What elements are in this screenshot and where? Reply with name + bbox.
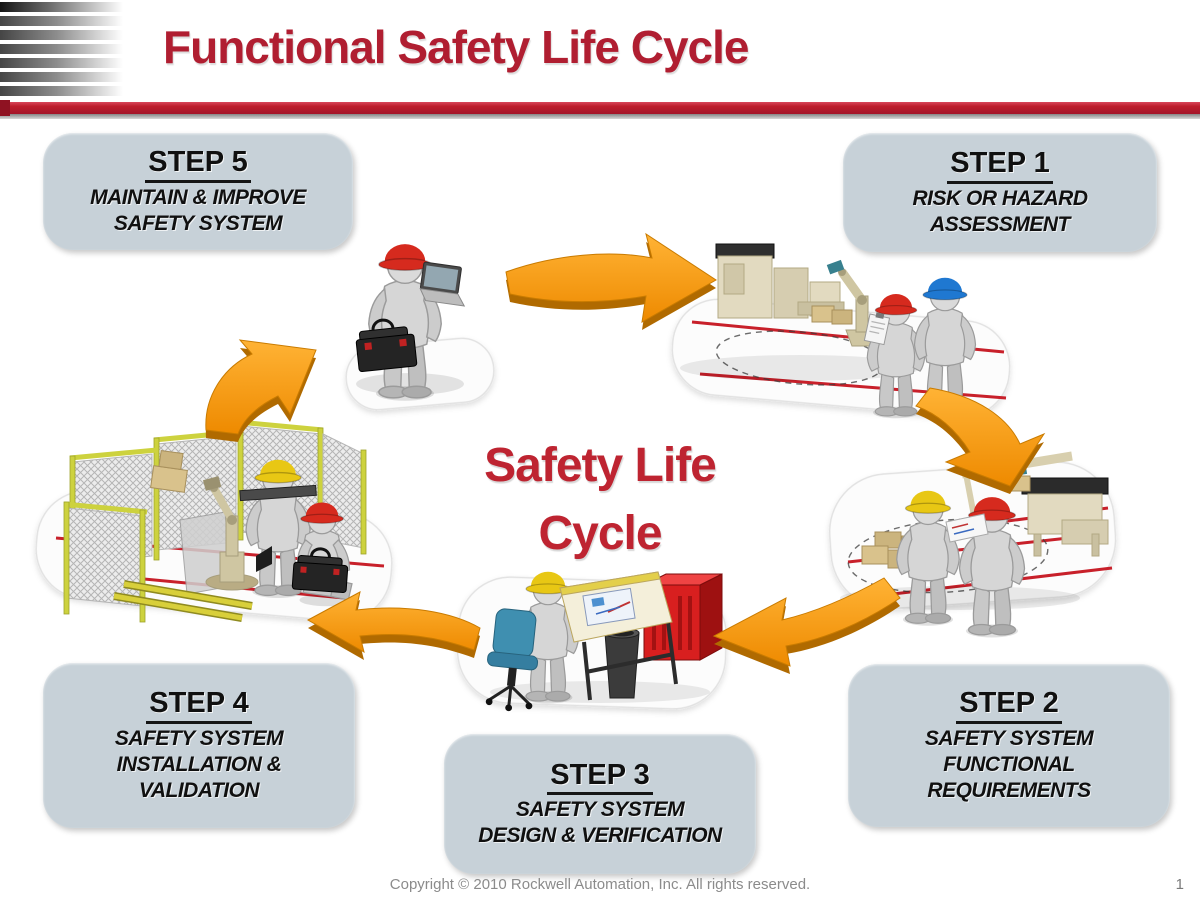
step-line: ASSESSMENT bbox=[930, 212, 1070, 236]
page-number: 1 bbox=[1175, 876, 1184, 893]
stripe bbox=[0, 58, 128, 68]
step-line: MAINTAIN & IMPROVE bbox=[90, 185, 306, 209]
arrow-design-to-installation-icon bbox=[306, 591, 481, 660]
step-box-step-3: STEP 3 SAFETY SYSTEM DESIGN & VERIFICATI… bbox=[444, 734, 756, 874]
step-line: SAFETY SYSTEM bbox=[515, 798, 685, 822]
step-line: FUNCTIONAL bbox=[943, 752, 1075, 776]
stripe bbox=[0, 44, 128, 54]
laptop-icon bbox=[419, 261, 466, 307]
step-line: SAFETY SYSTEM bbox=[114, 726, 284, 750]
step-line: RISK OR HAZARD bbox=[912, 186, 1089, 210]
stripe bbox=[0, 16, 128, 26]
step-title: STEP 3 bbox=[547, 759, 653, 796]
step-title: STEP 5 bbox=[145, 146, 251, 183]
cycle-center-title: Safety Life Cycle bbox=[400, 432, 800, 568]
arrow-assessment-to-requirements-icon bbox=[915, 387, 1046, 494]
cycle-center-title-line2: Cycle bbox=[538, 507, 662, 561]
arrow-maintain-to-assessment-icon bbox=[505, 232, 717, 330]
arrow-requirements-to-design-icon bbox=[712, 577, 901, 674]
title-divider-left-cap bbox=[0, 100, 10, 116]
step-title: STEP 2 bbox=[956, 687, 1062, 724]
step-line: INSTALLATION & bbox=[116, 752, 282, 776]
clipboard-icon bbox=[863, 312, 891, 346]
crates-icon bbox=[150, 449, 188, 493]
copyright-text: Copyright © 2010 Rockwell Automation, In… bbox=[389, 876, 811, 893]
stripe bbox=[0, 86, 128, 96]
crates-icon bbox=[811, 305, 853, 325]
plan-sheet-icon bbox=[945, 513, 989, 543]
step-box-step-2: STEP 2 SAFETY SYSTEM FUNCTIONAL REQUIREM… bbox=[848, 664, 1170, 827]
toolbox-icon bbox=[355, 318, 418, 373]
step-line: SAFETY SYSTEM bbox=[924, 726, 1094, 750]
step-line: SAFETY SYSTEM bbox=[113, 211, 283, 235]
title-divider-bar bbox=[0, 102, 1200, 114]
illustration-functional-requirements-scene bbox=[828, 451, 1117, 639]
bracket-part-icon bbox=[256, 546, 272, 572]
cycle-center-title-line1: Safety Life bbox=[484, 439, 717, 492]
step-line: DESIGN & VERIFICATION bbox=[478, 824, 722, 848]
toolbox-icon bbox=[291, 547, 349, 593]
illustration-design-verification-scene bbox=[456, 571, 728, 712]
step-box-step-1: STEP 1 RISK OR HAZARD ASSESSMENT bbox=[843, 133, 1157, 252]
step-title: STEP 4 bbox=[146, 687, 252, 724]
carried-beam-icon bbox=[239, 484, 317, 502]
robot-arm-icon bbox=[202, 476, 259, 591]
yellow-beams-icon bbox=[113, 580, 253, 622]
stripe bbox=[0, 72, 128, 82]
title-divider-shadow bbox=[0, 114, 1200, 119]
drafting-table-icon bbox=[559, 571, 678, 701]
step-line: VALIDATION bbox=[138, 778, 260, 802]
footer: Copyright © 2010 Rockwell Automation, In… bbox=[0, 876, 1200, 900]
stripe bbox=[0, 30, 128, 40]
machine-table-icon bbox=[1021, 477, 1109, 557]
stripe bbox=[0, 2, 128, 12]
arrow-installation-to-maintain-icon bbox=[205, 339, 317, 442]
corner-stripes-decoration bbox=[0, 2, 128, 100]
step-box-step-5: STEP 5 MAINTAIN & IMPROVE SAFETY SYSTEM bbox=[43, 133, 353, 250]
step-box-step-4: STEP 4 SAFETY SYSTEM INSTALLATION & VALI… bbox=[43, 663, 355, 828]
illustration-risk-assessment-scene bbox=[671, 243, 1011, 419]
step-line: REQUIREMENTS bbox=[927, 778, 1091, 802]
step-title: STEP 1 bbox=[947, 147, 1053, 184]
illustration-maintain-worker bbox=[345, 243, 495, 411]
illustration-installation-validation-scene bbox=[35, 419, 393, 623]
page-title: Functional Safety Life Cycle bbox=[163, 21, 749, 73]
office-chair-icon bbox=[485, 608, 539, 712]
